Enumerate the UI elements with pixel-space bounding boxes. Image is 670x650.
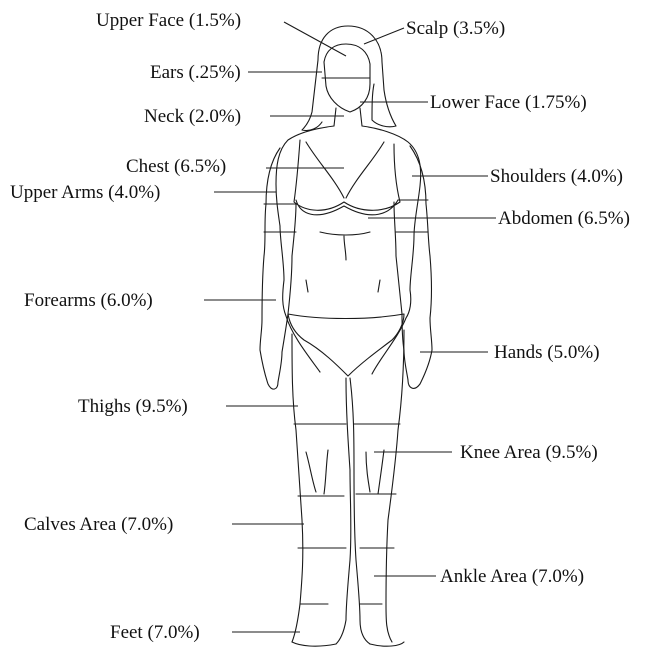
label-hands: Hands (5.0%): [494, 342, 600, 364]
underwear-outline: [288, 314, 404, 376]
leader-upper-face: [284, 22, 346, 56]
label-upper-face: Upper Face (1.5%): [96, 10, 241, 32]
left-arm-outline: [260, 148, 296, 389]
label-thighs: Thighs (9.5%): [78, 396, 188, 418]
left-leg-outline: [292, 334, 351, 644]
label-ears: Ears (.25%): [150, 62, 241, 84]
label-feet: Feet (7.0%): [110, 622, 200, 644]
feet-outline: [292, 642, 404, 646]
abdomen-details: [306, 232, 380, 292]
label-forearms: Forearms (6.0%): [24, 290, 153, 312]
label-lower-face: Lower Face (1.75%): [430, 92, 587, 114]
knee-details: [306, 450, 384, 494]
label-upper-arms: Upper Arms (4.0%): [10, 182, 160, 204]
hair-left-outline: [302, 60, 322, 131]
bra-outline: [294, 140, 400, 215]
label-neck: Neck (2.0%): [144, 106, 241, 128]
right-leg-outline: [350, 330, 404, 644]
label-abdomen: Abdomen (6.5%): [498, 208, 630, 230]
label-ankle-area: Ankle Area (7.0%): [440, 566, 584, 588]
label-shoulders: Shoulders (4.0%): [490, 166, 623, 188]
hair-outline: [318, 26, 396, 127]
label-knee-area: Knee Area (9.5%): [460, 442, 598, 464]
leader-scalp: [364, 28, 404, 44]
label-scalp: Scalp (3.5%): [406, 18, 505, 40]
label-calves-area: Calves Area (7.0%): [24, 514, 173, 536]
label-chest: Chest (6.5%): [126, 156, 226, 178]
